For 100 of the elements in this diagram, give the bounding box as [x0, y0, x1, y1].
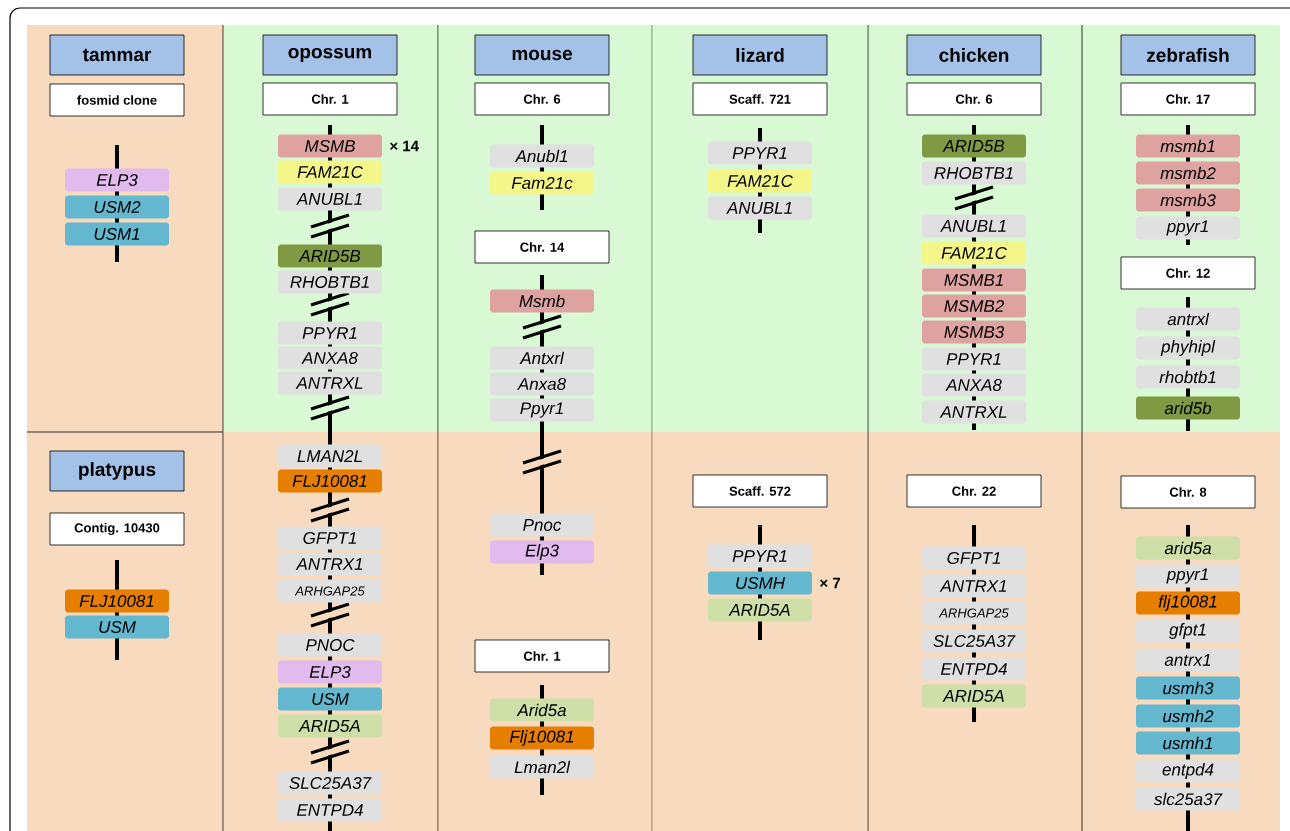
node-label: ANXA8 — [301, 351, 358, 365]
species-header: tammar — [49, 34, 185, 76]
gene-box: PPYR1 — [922, 347, 1026, 371]
node-label: ANTRXL — [295, 377, 363, 389]
gene-box: ANUBL1 — [922, 214, 1026, 238]
gene-box: ANXA8 — [922, 373, 1026, 397]
gene-box: FAM21C — [278, 160, 382, 184]
gene-box: GFPT1 — [922, 546, 1026, 570]
gene-box: usmh2 — [1136, 704, 1240, 728]
gene-box: ANTRXL — [922, 400, 1026, 424]
gene-box: SLC25A37 — [278, 771, 382, 795]
chromosome-label: Chr. 12 — [1120, 256, 1256, 290]
gene-box: antrx1 — [1136, 648, 1240, 672]
species-header: zebrafish — [1120, 34, 1256, 76]
gene-box: Arid5a — [490, 698, 594, 722]
node-label: PPYR1 — [302, 327, 357, 339]
gene-box: Elp3 — [490, 540, 594, 564]
gene-box: LMAN2L — [278, 444, 382, 468]
chromosome-label: Chr. 8 — [1120, 475, 1256, 509]
gene-box: FLJ10081 — [278, 469, 382, 493]
gene-box: ARID5B — [278, 244, 382, 268]
species-header: opossum — [262, 34, 398, 76]
gene-box: USM1 — [65, 222, 169, 246]
gene-box: GFPT1 — [278, 526, 382, 550]
gene-box: rhobtb1 — [1136, 365, 1240, 389]
gene-box: ANUBL1 — [278, 187, 382, 211]
gene-box: MSMB2 — [922, 294, 1026, 318]
chromosome-label: Chr. 14 — [474, 230, 610, 264]
species-header: chicken — [906, 34, 1042, 76]
gene-box: Lman2l — [490, 755, 594, 779]
chromosome-label: Chr. 6 — [474, 82, 610, 116]
gene-box: USMH — [708, 571, 812, 595]
gene-box: Anubl1 — [490, 144, 594, 168]
gene-box: RHOBTB1 — [922, 161, 1026, 185]
gene-box: Fam21c — [490, 171, 594, 195]
gene-box: Msmb — [490, 289, 594, 313]
gene-box: PPYR1 — [708, 141, 812, 165]
gene-box: SLC25A37 — [922, 629, 1026, 653]
gene-box: usmh3 — [1136, 676, 1240, 700]
gene-box: ELP3 — [65, 168, 169, 192]
gene-box: msmb3 — [1136, 188, 1240, 212]
gene-box: MSMB3 — [922, 320, 1026, 344]
chromosome-label: Chr. 1 — [474, 639, 610, 673]
chromosome-label: Scaff. 572 — [692, 474, 828, 508]
gene-box: msmb2 — [1136, 161, 1240, 185]
chromosome-label: fosmid clone — [49, 83, 185, 117]
gene-box: entpd4 — [1136, 759, 1240, 783]
gene-box: slc25a37 — [1136, 787, 1240, 811]
gene-box: Pnoc — [490, 513, 594, 537]
gene-box: FAM21C — [708, 169, 812, 193]
gene-box: ANTRX1 — [922, 574, 1026, 598]
gene-box: ELP3 — [278, 660, 382, 684]
gene-box: FLJ10081 — [65, 589, 169, 613]
gene-box: ppyr1 — [1136, 564, 1240, 588]
gene-box: ARID5A — [922, 684, 1026, 708]
gene-box: Antxrl — [490, 346, 594, 370]
gene-box: FAM21C — [922, 241, 1026, 265]
gene-box: ENTPD4 — [922, 657, 1026, 681]
gene-box: arid5a — [1136, 536, 1240, 560]
gene-box: gfpt1 — [1136, 619, 1240, 643]
copy-count: × 14 — [390, 140, 419, 152]
gene-box: ARHGAP25 — [922, 601, 1026, 625]
gene-box: phyhipl — [1136, 336, 1240, 360]
gene-box: antrxl — [1136, 307, 1240, 331]
gene-box: Flj10081 — [490, 726, 594, 750]
chromosome-label: Chr. 1 — [262, 82, 398, 116]
chromosome-label: Contig. 10430 — [49, 512, 185, 546]
chromosome-label: Scaff. 721 — [692, 82, 828, 116]
gene-box: ANXA8 — [278, 346, 382, 370]
gene-box: ppyr1 — [1136, 216, 1240, 240]
gene-box: flj10081 — [1136, 591, 1240, 615]
gene-box: ANTRX1 — [278, 552, 382, 576]
gene-box: msmb1 — [1136, 134, 1240, 158]
gene-box: usmh1 — [1136, 731, 1240, 755]
gene-box: arid5b — [1136, 396, 1240, 420]
gene-box: USM2 — [65, 195, 169, 219]
gene-box: ARID5A — [278, 714, 382, 738]
gene-box: RHOBTB1 — [278, 270, 382, 294]
gene-box: ANTRXL — [278, 371, 382, 395]
gene-box: ARID5A — [708, 598, 812, 622]
copy-count: × 7 — [820, 577, 840, 589]
species-header: mouse — [474, 34, 610, 76]
chromosome-label: Chr. 22 — [906, 474, 1042, 508]
gene-box: MSMB1 — [922, 268, 1026, 292]
gene-box: ARHGAP25 — [278, 579, 382, 603]
gene-box: ENTPD4 — [278, 798, 382, 822]
species-header: lizard — [692, 34, 828, 76]
gene-box: MSMB — [278, 134, 382, 158]
gene-box: Ppyr1 — [490, 398, 594, 422]
gene-box: PPYR1 — [708, 544, 812, 568]
chromosome-label: Chr. 6 — [906, 82, 1042, 116]
gene-box: PNOC — [278, 633, 382, 657]
chromosome-label: Chr. 17 — [1120, 82, 1256, 116]
gene-box: ARID5B — [922, 134, 1026, 158]
gene-box: PPYR1 — [278, 321, 382, 345]
gene-box: Anxa8 — [490, 372, 594, 396]
gene-box: ANUBL1 — [708, 196, 812, 220]
gene-box: USM — [278, 687, 382, 711]
species-header: platypus — [49, 450, 185, 492]
gene-box: USM — [65, 615, 169, 639]
